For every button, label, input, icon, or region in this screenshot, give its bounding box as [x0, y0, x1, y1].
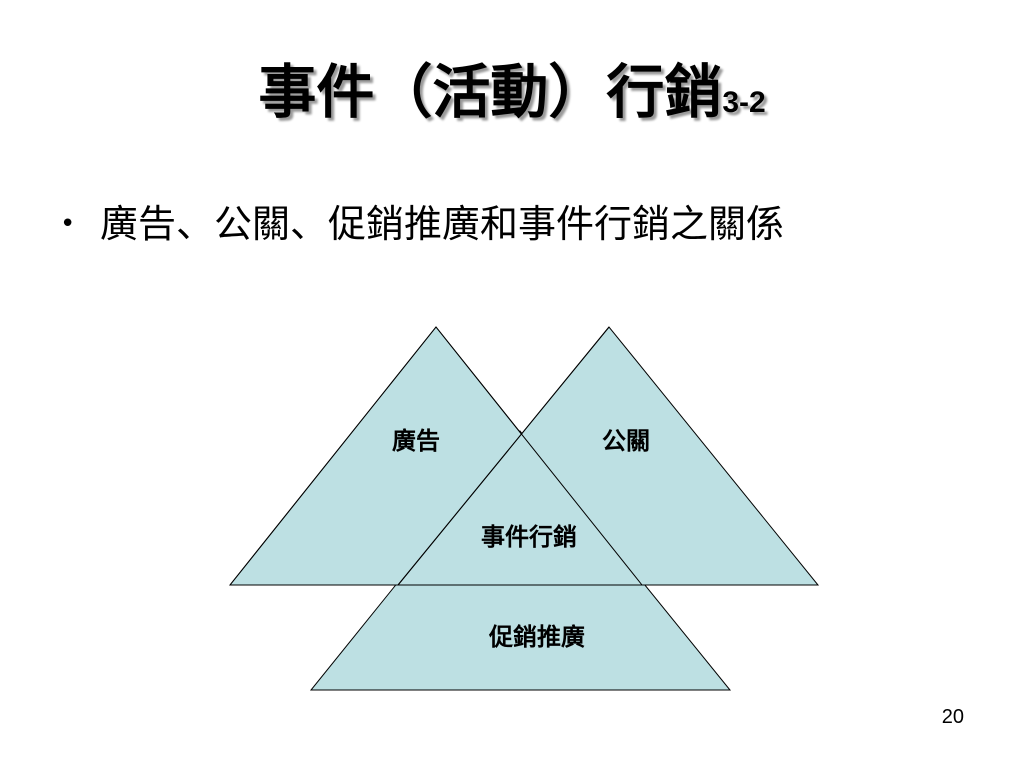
slide-title: 事件（活動）行銷3-2 [0, 52, 1024, 143]
label-sales-promotion: 促銷推廣 [488, 623, 585, 651]
page-number: 20 [941, 706, 964, 728]
label-event-marketing: 事件行銷 [481, 523, 577, 551]
triangle-public-relations-edge [397, 326, 610, 586]
label-public-relations: 公關 [602, 427, 650, 455]
label-advertising: 廣告 [392, 427, 440, 455]
triangle-advertising-edge [229, 326, 643, 586]
bullet-item: • 廣告、公關、促銷推廣和事件行銷之關係 [60, 196, 784, 252]
slide-title-suffix: 3-2 [722, 86, 766, 119]
bullet-icon: • [60, 209, 76, 239]
bullet-text: 廣告、公關、促銷推廣和事件行銷之關係 [100, 202, 785, 246]
slide-title-main: 事件（活動）行銷 [258, 58, 723, 126]
